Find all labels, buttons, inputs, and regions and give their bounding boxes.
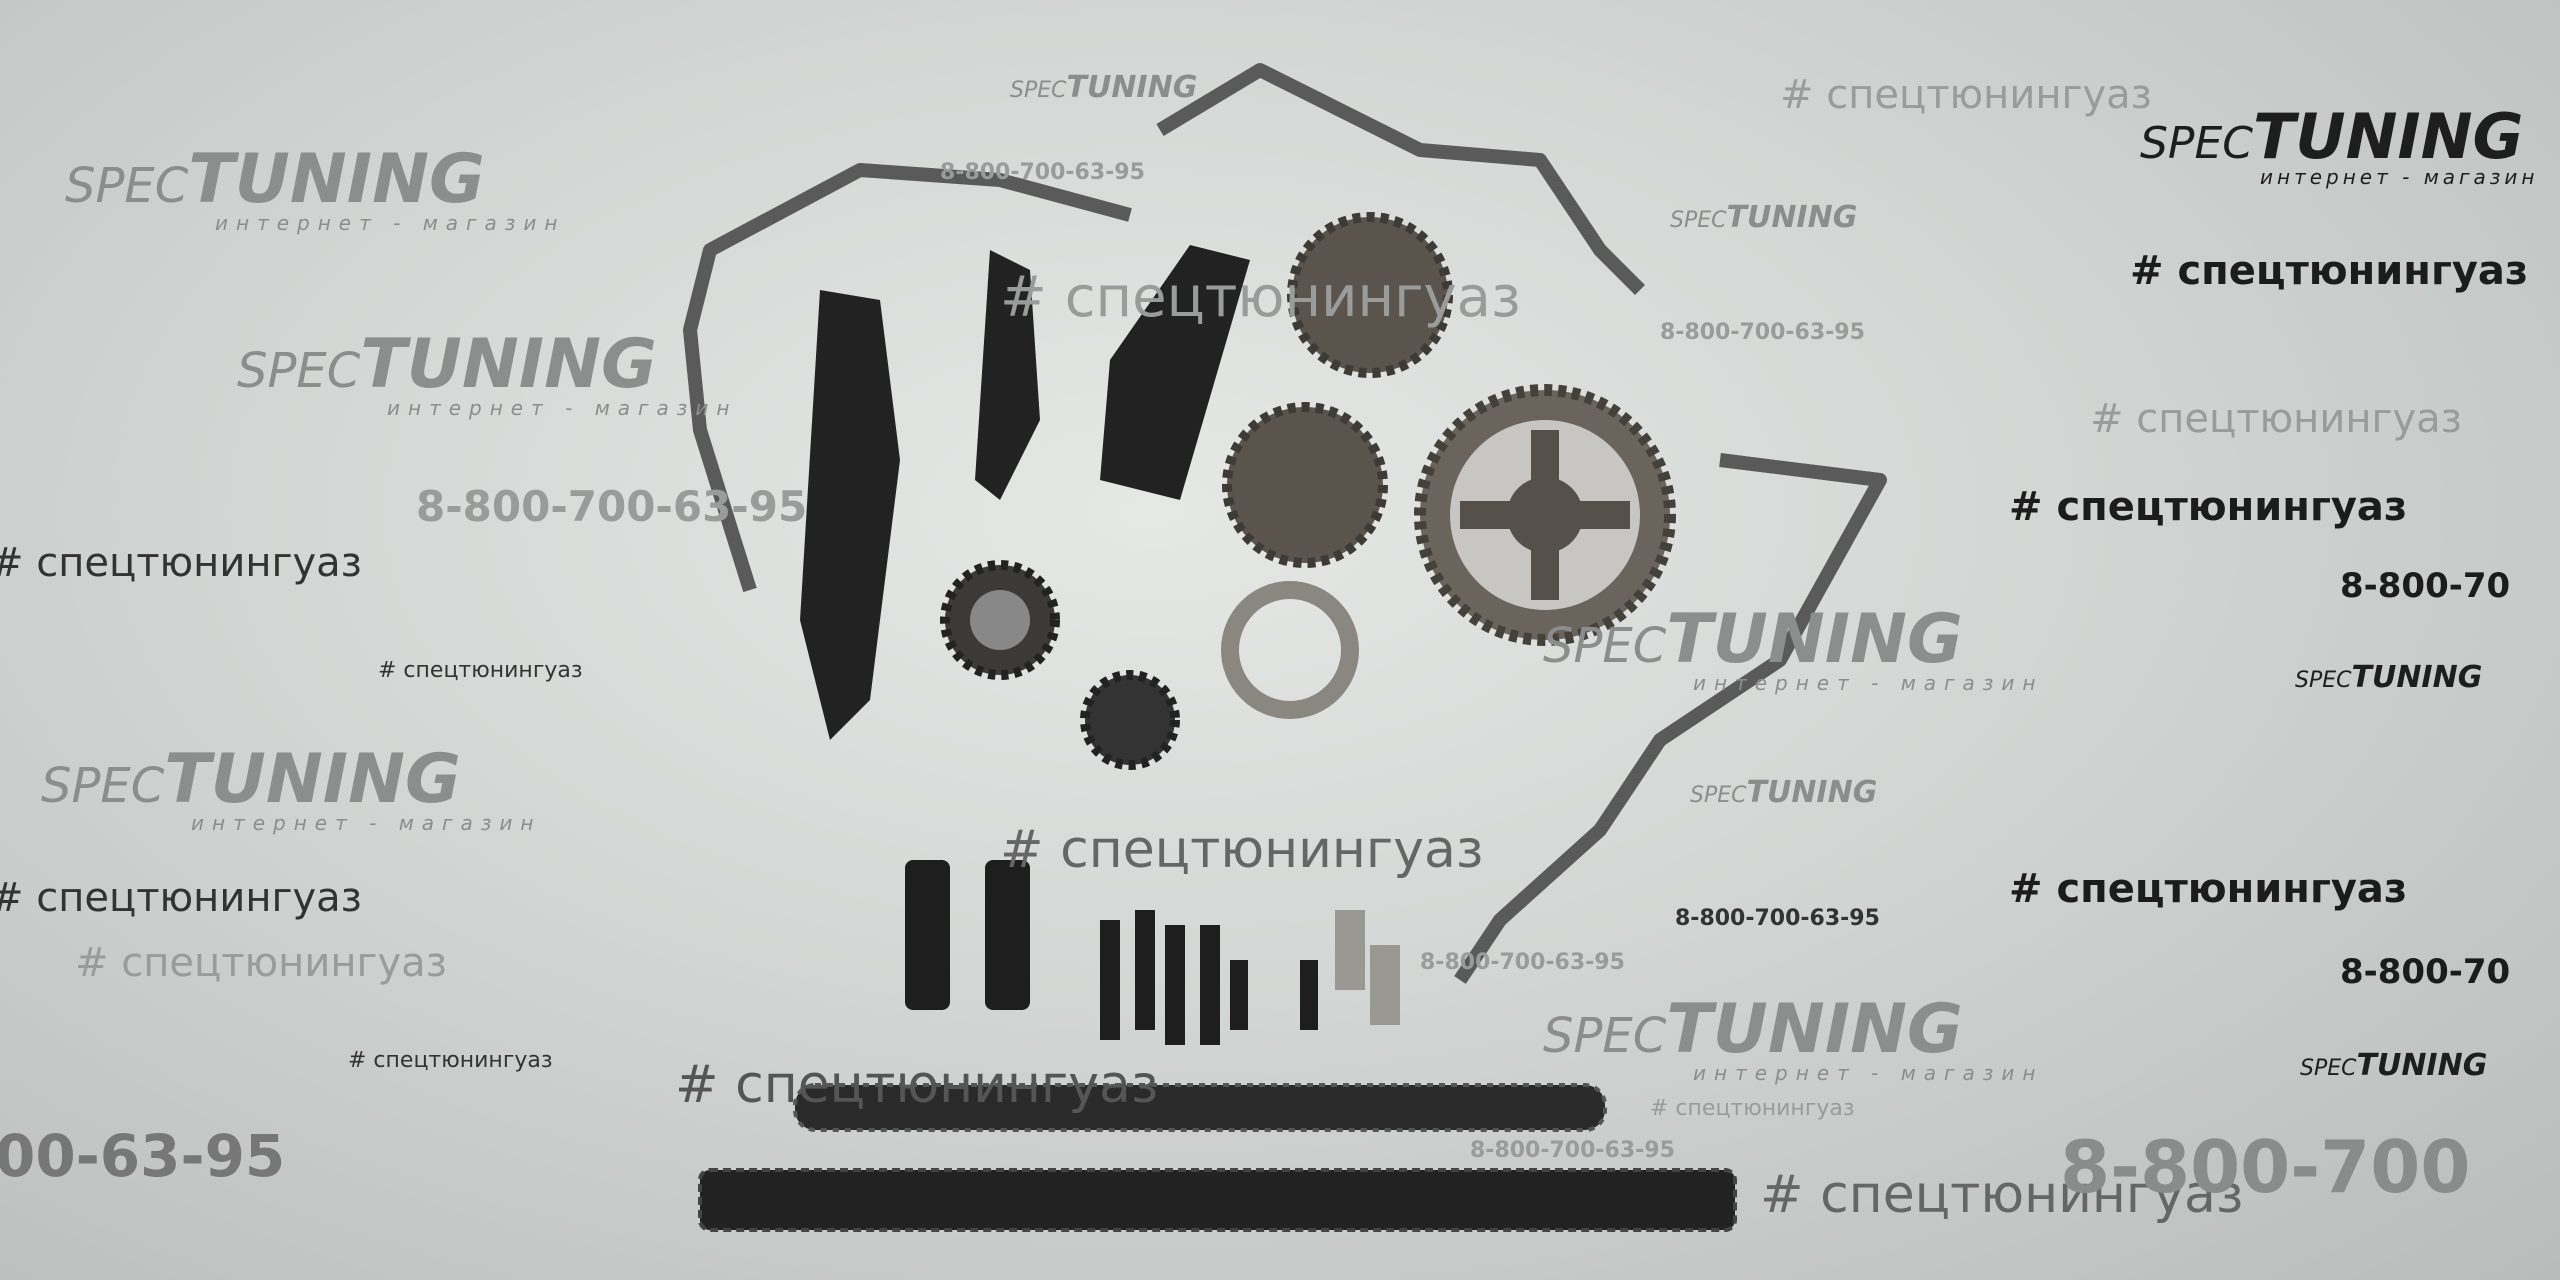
camshaft-gear-hub <box>1507 477 1583 553</box>
logo-subtitle: интернет - магазин <box>215 211 566 235</box>
watermark-logo: SPECTUNING <box>2300 1048 2487 1083</box>
small-parts <box>905 860 1400 1045</box>
ring-gear <box>1221 581 1359 719</box>
watermark-hashtag: # спецтюнингуаз <box>1650 1096 1855 1121</box>
gasket-right <box>1156 63 1887 984</box>
watermark-hashtag: # спецтюнингуаз <box>2009 484 2408 530</box>
watermark-phone-partial: 00-63-95 <box>0 1122 286 1190</box>
watermark-logo: SPECTUNING <box>1010 70 1197 105</box>
logo-tuning: TUNING <box>164 740 461 819</box>
logo-tuning: TUNING <box>2356 1048 2488 1083</box>
watermark-phone: 8-800-700-63-95 <box>1420 950 1625 975</box>
watermark-hashtag: # спецтюнингуаз <box>1000 820 1484 880</box>
logo-spec: SPEC <box>2300 1056 2357 1081</box>
watermark-phone-partial: 8-800-700 <box>2060 1125 2471 1209</box>
watermark-phone-partial: 8-800-70 <box>2340 952 2511 992</box>
watermark-hashtag: # спецтюнингуаз <box>0 540 362 586</box>
logo-spec: SPEC <box>1010 78 1067 103</box>
bolt <box>1200 925 1220 1045</box>
logo-spec: SPEC <box>1543 618 1667 674</box>
watermark-phone: 8-800-700-63-95 <box>1470 1138 1675 1163</box>
watermark-hashtag: # спецтюнингуаз <box>1760 1165 2244 1225</box>
logo-spec: SPEC <box>1690 783 1747 808</box>
watermark-hashtag: # спецтюнингуаз <box>675 1055 1159 1115</box>
watermark-hashtag: # спецтюнингуаз <box>1000 265 1521 330</box>
logo-tuning: TUNING <box>1746 775 1878 810</box>
logo-tuning: TUNING <box>1726 200 1858 235</box>
watermark-phone: 8-800-700-63-95 <box>416 482 808 531</box>
bolt <box>1100 920 1120 1040</box>
sprockets <box>940 212 1676 770</box>
watermark-hashtag: # спецтюнингуаз <box>2130 248 2529 294</box>
bolt <box>1135 910 1155 1030</box>
watermark-hashtag: # спецтюнингуаз <box>1780 72 2152 118</box>
pin <box>1335 910 1365 990</box>
logo-spec: SPEC <box>2140 118 2253 169</box>
logo-subtitle: интернет - магазин <box>1693 1061 2044 1085</box>
pin <box>1370 945 1400 1025</box>
logo-tuning: TUNING <box>2351 660 2483 695</box>
bolt <box>1165 925 1185 1045</box>
chain-single <box>793 1083 1607 1132</box>
gasket-left <box>683 163 1132 593</box>
chains <box>698 1083 1737 1232</box>
logo-spec: SPEC <box>41 758 165 814</box>
watermark-phone-partial: 8-800-70 <box>2340 566 2511 606</box>
watermark-hashtag: # спецтюнингуаз <box>2090 396 2462 442</box>
watermark-phone: 8-800-700-63-95 <box>1675 906 1880 931</box>
sprocket-upper <box>1287 212 1453 378</box>
logo-tuning: TUNING <box>1666 600 1963 679</box>
watermark-hashtag: # спецтюнингуаз <box>0 875 362 921</box>
idler-sprocket <box>1080 670 1180 770</box>
watermark-phone: 8-800-700-63-95 <box>940 160 1145 185</box>
logo-spec: SPEC <box>65 158 189 214</box>
bolt <box>1300 960 1318 1030</box>
watermark-hashtag: # спецтюнингуаз <box>75 940 447 986</box>
watermark-hashtag: # спецтюнингуаз <box>378 658 583 683</box>
logo-subtitle: интернет - магазин <box>2260 165 2539 189</box>
watermark-hashtag: # спецтюнингуаз <box>2009 866 2408 912</box>
logo-tuning: TUNING <box>1066 70 1198 105</box>
bolt <box>1230 960 1248 1030</box>
logo-spec: SPEC <box>1670 208 1727 233</box>
logo-subtitle: интернет - магазин <box>387 396 738 420</box>
logo-subtitle: интернет - магазин <box>191 811 542 835</box>
chain-double <box>698 1168 1737 1232</box>
watermark-logo: SPECTUNING <box>2295 660 2482 695</box>
watermark-logo: SPECTUNING <box>1670 200 1857 235</box>
watermark-hashtag: # спецтюнингуаз <box>348 1048 553 1073</box>
sprocket-middle <box>1222 402 1388 568</box>
logo-spec: SPEC <box>1543 1008 1667 1064</box>
logo-tuning: TUNING <box>188 140 485 219</box>
logo-spec: SPEC <box>2295 668 2352 693</box>
guide-rails <box>800 245 1250 740</box>
logo-spec: SPEC <box>237 343 361 399</box>
logo-tuning: TUNING <box>1666 990 1963 1069</box>
watermark-logo: SPECTUNING <box>1690 775 1877 810</box>
logo-subtitle: интернет - магазин <box>1693 671 2044 695</box>
tensioner-bearing <box>970 590 1030 650</box>
watermark-phone: 8-800-700-63-95 <box>1660 320 1865 345</box>
bushing <box>905 860 950 1010</box>
logo-tuning: TUNING <box>2253 100 2524 173</box>
bushing <box>985 860 1030 1010</box>
logo-tuning: TUNING <box>360 325 657 404</box>
